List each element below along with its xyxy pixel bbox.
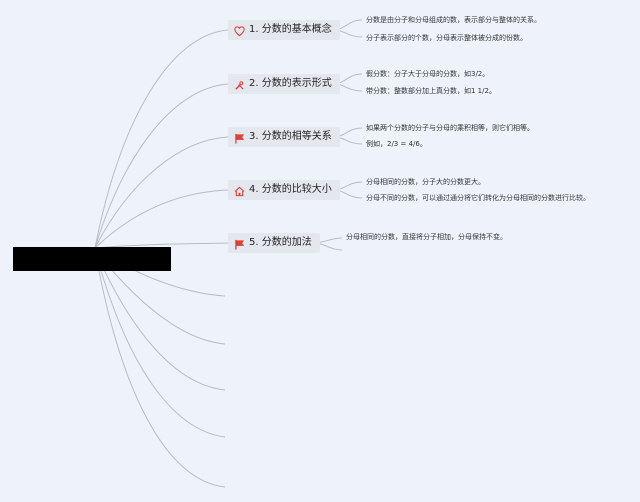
connector-topic-2: [94, 83, 229, 249]
note-text: 带分数：整数部分加上真分数，如1 1/2。: [366, 87, 496, 95]
topic-addition[interactable]: 5. 分数的加法: [228, 233, 320, 253]
topic-label: 5. 分数的加法: [249, 237, 312, 248]
note-text: 分母相同的分数，分子大的分数更大。: [366, 178, 485, 186]
note-text: 假分数：分子大于分母的分数，如3/2。: [366, 70, 490, 78]
note-text: 分数是由分子和分母组成的数，表示部分与整体的关系。: [366, 16, 541, 24]
connector-topic-1: [94, 29, 229, 249]
topic-label: 2. 分数的表示形式: [249, 78, 332, 89]
tools-icon: [234, 79, 245, 90]
flag-icon: [234, 238, 245, 250]
note-text: 如果两个分数的分子与分母的乘积相等，则它们相等。: [366, 124, 534, 132]
topic-comparison[interactable]: 4. 分数的比较大小: [228, 180, 340, 200]
connector-topic-4: [94, 189, 229, 249]
topic-equality[interactable]: 3. 分数的相等关系: [228, 127, 340, 147]
topic-label: 1. 分数的基本概念: [249, 24, 332, 35]
home-icon: [234, 185, 245, 196]
topic-label: 3. 分数的相等关系: [249, 131, 332, 142]
flag-icon: [234, 132, 245, 144]
topic-representation[interactable]: 2. 分数的表示形式: [228, 74, 340, 94]
note-text: 分子表示部分的个数，分母表示整体被分成的份数。: [366, 34, 527, 42]
topic-basic-concept[interactable]: 1. 分数的基本概念: [228, 20, 340, 40]
heart-icon: [234, 25, 245, 36]
note-text: 分母不同的分数，可以通过通分将它们转化为分母相同的分数进行比较。: [366, 194, 590, 202]
note-text: 例如，2/3 = 4/6。: [366, 140, 427, 148]
topic-label: 4. 分数的比较大小: [249, 184, 332, 195]
connector-topic-5: [94, 242, 229, 249]
connector-topic-3: [94, 136, 229, 249]
central-topic-redacted[interactable]: [13, 247, 171, 271]
connector-empty-4: [94, 249, 226, 438]
connector-empty-3: [94, 249, 226, 391]
note-text: 分母相同的分数，直接将分子相加，分母保持不变。: [346, 233, 507, 241]
connector-empty-5: [94, 249, 226, 488]
